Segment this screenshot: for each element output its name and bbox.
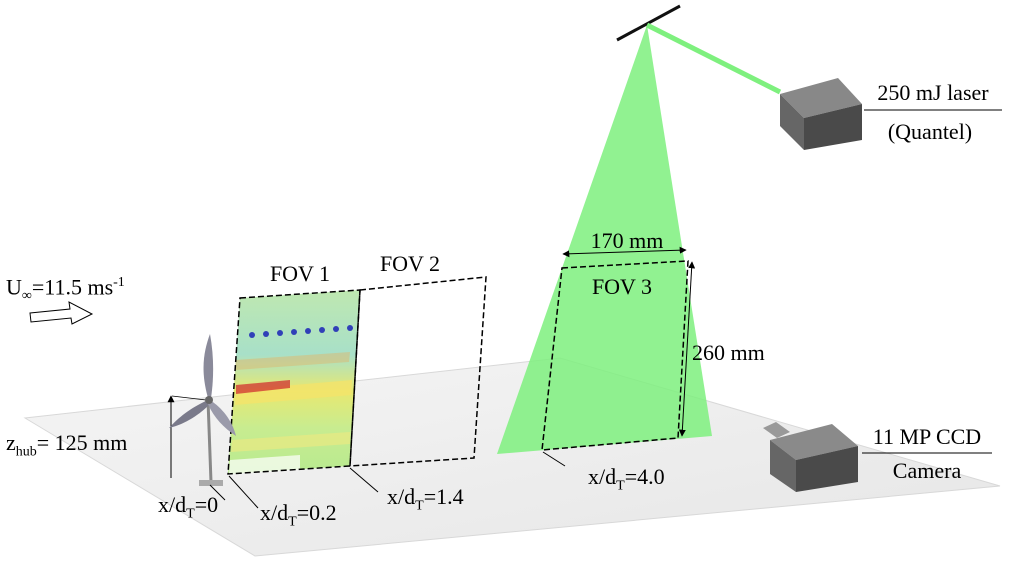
laser-label-line1: 250 mJ laser <box>877 80 989 105</box>
camera-label-line2: Camera <box>893 458 962 483</box>
fov2-label: FOV 2 <box>380 251 440 276</box>
leader-x02 <box>228 475 259 509</box>
wind-turbine <box>169 334 236 486</box>
fov1-velocity-field <box>227 289 361 475</box>
laser-beam <box>645 22 782 95</box>
laser-light-sheet <box>497 25 712 454</box>
laser-device <box>780 78 862 150</box>
laser-label-line2: (Quantel) <box>888 119 972 144</box>
flow-direction-arrow <box>29 301 94 325</box>
position-label-x0: x/dT=0 <box>158 492 219 522</box>
camera-label-line1: 11 MP CCD <box>873 424 981 449</box>
leader-x0 <box>209 484 226 501</box>
hub-height-label: zhub= 125 mm <box>6 430 128 460</box>
freestream-velocity-label: U∞=11.5 ms-1 <box>6 274 125 304</box>
fov2-frame <box>349 276 487 467</box>
height-dimension-arrow <box>678 261 696 437</box>
fov3-height-label: 260 mm <box>692 340 765 365</box>
camera-device <box>763 422 858 492</box>
fov3-label: FOV 3 <box>592 274 652 299</box>
leader-x14 <box>349 467 379 493</box>
fov1-label: FOV 1 <box>270 261 330 286</box>
position-label-x40: x/dT=4.0 <box>588 464 665 494</box>
fov3-width-label: 170 mm <box>591 228 664 253</box>
width-dimension-arrow <box>562 246 687 258</box>
leader-x40 <box>542 451 566 467</box>
position-label-x14: x/dT=1.4 <box>387 484 464 514</box>
hub-height-leader <box>171 395 207 401</box>
fov3-frame <box>541 260 689 451</box>
position-label-x02: x/dT=0.2 <box>260 500 337 530</box>
